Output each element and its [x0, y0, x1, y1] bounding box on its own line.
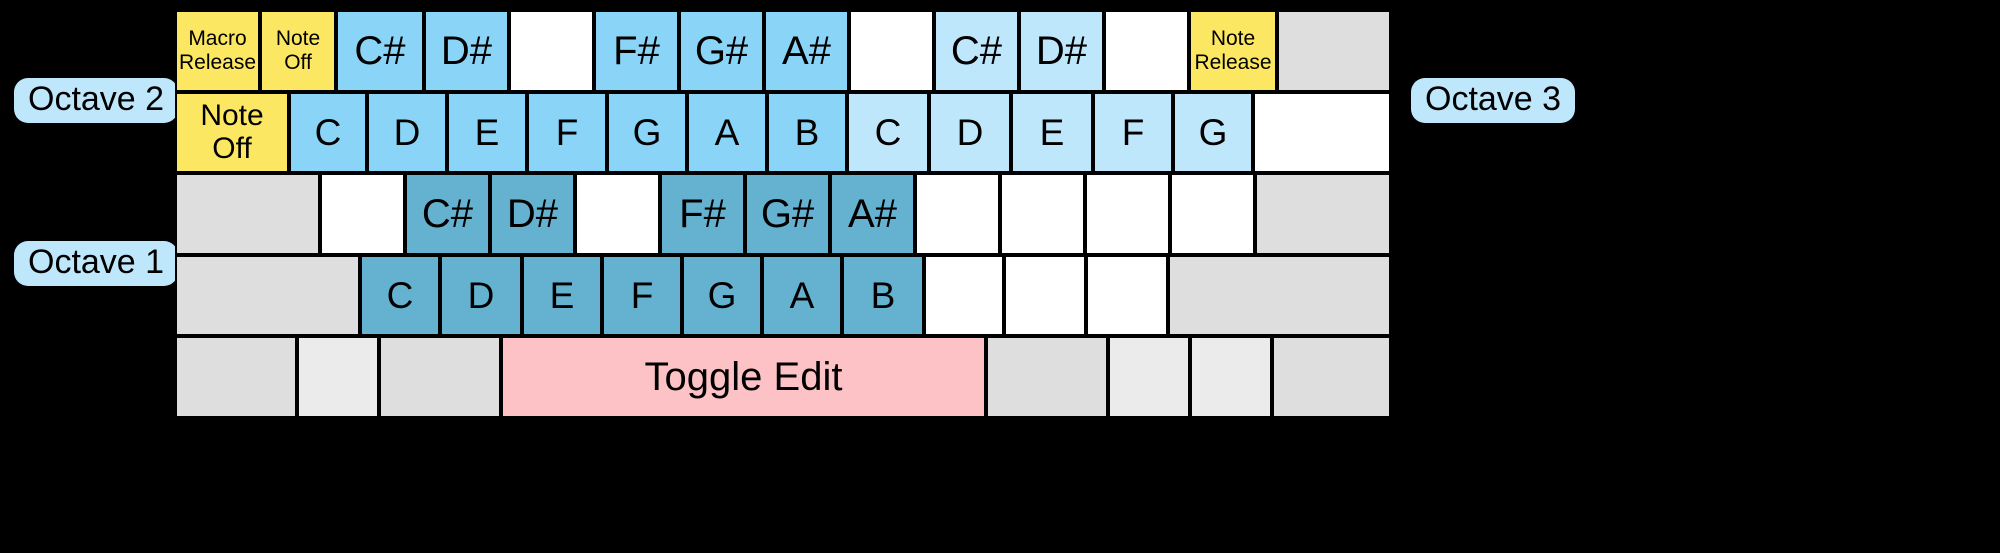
key-label-line: Note: [200, 98, 264, 132]
key-blank-4-2: [379, 336, 501, 418]
key-label-line: Release: [178, 50, 257, 74]
key-label-line: Off: [212, 132, 252, 166]
key-blank-3-11: [1168, 254, 1391, 337]
key-label-line: Off: [284, 50, 312, 74]
key-f[interactable]: F: [1093, 91, 1173, 174]
key-blank-3-8: [924, 254, 1004, 337]
key-blank-1-13: [1253, 91, 1391, 174]
key-row-octave1-black-keys: C#D# F#G#A#: [175, 173, 1391, 255]
key-label-line: Note: [275, 27, 321, 51]
key-d[interactable]: D: [929, 91, 1011, 174]
key-asharp[interactable]: A#: [830, 173, 915, 255]
key-blank-3-9: [1004, 254, 1086, 337]
key-f[interactable]: F: [527, 91, 607, 174]
key-blank-2-0: [175, 173, 320, 255]
key-blank-0-4: [509, 10, 594, 92]
key-dsharp[interactable]: D#: [1019, 10, 1104, 92]
key-blank-3-10: [1086, 254, 1168, 337]
key-dsharp[interactable]: D#: [424, 10, 509, 92]
key-c[interactable]: C: [360, 254, 440, 337]
key-b[interactable]: B: [842, 254, 924, 337]
key-c[interactable]: C: [289, 91, 367, 174]
key-e[interactable]: E: [447, 91, 527, 174]
key-blank-4-1: [297, 336, 379, 418]
key-e[interactable]: E: [522, 254, 602, 337]
key-label-line: Release: [1194, 50, 1272, 74]
key-d[interactable]: D: [440, 254, 522, 337]
key-csharp[interactable]: C#: [405, 173, 490, 255]
key-row-toggle-row: Toggle Edit: [175, 336, 1391, 418]
key-fsharp[interactable]: F#: [660, 173, 745, 255]
octave-2-label: Octave 2: [14, 78, 179, 123]
key-blank-4-0: [175, 336, 297, 418]
key-gsharp[interactable]: G#: [679, 10, 764, 92]
key-a[interactable]: A: [687, 91, 767, 174]
key-b[interactable]: B: [767, 91, 847, 174]
key-csharp[interactable]: C#: [934, 10, 1019, 92]
key-d[interactable]: D: [367, 91, 447, 174]
key-blank-3-0: [175, 254, 360, 337]
key-blank-2-4: [575, 173, 660, 255]
key-label-line: Macro: [188, 27, 247, 51]
key-blank-0-13: [1277, 10, 1391, 92]
key-blank-2-8: [915, 173, 1000, 255]
key-blank-2-1: [320, 173, 405, 255]
key-gsharp[interactable]: G#: [745, 173, 830, 255]
key-blank-2-10: [1085, 173, 1170, 255]
key-f[interactable]: F: [602, 254, 682, 337]
key-toggle-edit[interactable]: Toggle Edit: [501, 336, 986, 418]
key-label-line: Note: [1210, 27, 1256, 51]
key-g[interactable]: G: [1173, 91, 1253, 174]
key-blank-2-12: [1255, 173, 1391, 255]
key-blank-0-11: [1104, 10, 1189, 92]
key-blank-2-9: [1000, 173, 1085, 255]
key-dsharp[interactable]: D#: [490, 173, 575, 255]
key-blank-4-7: [1272, 336, 1391, 418]
key-blank-4-4: [986, 336, 1108, 418]
key-a[interactable]: A: [762, 254, 842, 337]
key-e[interactable]: E: [1011, 91, 1093, 174]
key-blank-2-11: [1170, 173, 1255, 255]
key-blank-4-6: [1190, 336, 1272, 418]
octave-1-label: Octave 1: [14, 241, 179, 286]
key-csharp[interactable]: C#: [336, 10, 424, 92]
key-blank-0-8: [849, 10, 934, 92]
key-fsharp[interactable]: F#: [594, 10, 679, 92]
key-g[interactable]: G: [682, 254, 762, 337]
key-c[interactable]: C: [847, 91, 929, 174]
key-asharp[interactable]: A#: [764, 10, 849, 92]
key-g[interactable]: G: [607, 91, 687, 174]
key-blank-4-5: [1108, 336, 1190, 418]
octave-3-label: Octave 3: [1411, 78, 1576, 123]
